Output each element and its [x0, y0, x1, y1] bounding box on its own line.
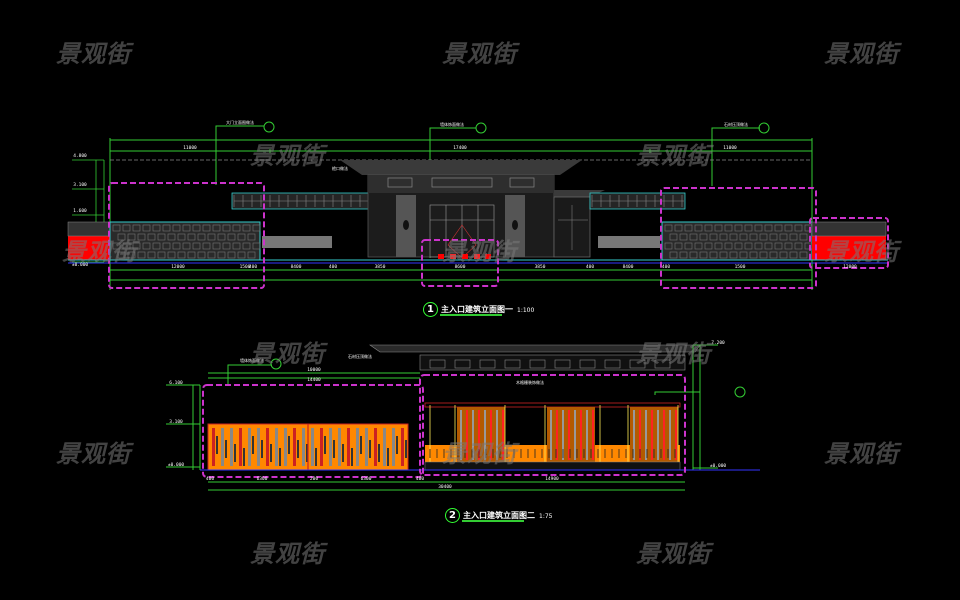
dimension-label: 3850: [535, 264, 546, 270]
elevation-label: 6.100: [169, 380, 183, 386]
stone-wall-right: [661, 221, 813, 261]
roof-structure: [369, 344, 701, 371]
elevation-label: 4.800: [73, 153, 87, 159]
drawing1-scale: 1:100: [517, 307, 535, 314]
drawing2-number-badge: 2: [445, 508, 460, 523]
bench-left: [262, 236, 332, 248]
stone-wall-left: [109, 221, 261, 261]
elevation-label: ±0.000: [168, 462, 185, 468]
dimension-label: 6300: [361, 476, 372, 482]
planter-row: [438, 254, 491, 259]
dimension-label: 1500: [735, 264, 746, 270]
drawing1-top-dimensions: [109, 125, 813, 290]
drawing2-scale: 1:75: [539, 513, 553, 520]
red-wall-block-left: [68, 236, 110, 260]
drawing1-top-dim-labels: 11000 17400 11000: [183, 145, 737, 151]
drawing1-title-underline: [440, 314, 502, 316]
drawing2-bottom-dim-labels: 400 6300 200 6300 400 14900 30400: [206, 476, 559, 490]
drawing2-top-dim-labels: 10000 14400: [307, 367, 321, 383]
dimension-label: 400: [329, 264, 337, 270]
dimension-label: 8400: [291, 264, 302, 270]
callout-label: 墙体饰面做法: [440, 121, 464, 127]
callout-circle: [734, 386, 746, 398]
dimension-label: 200: [310, 476, 318, 482]
drawing1-title-text: 主入口建筑立面图一: [441, 305, 513, 314]
right-pavilion: [424, 402, 681, 471]
dimension-label: 8600: [455, 264, 466, 270]
dimension-label: 400: [662, 264, 670, 270]
drawing1-bottom-dimensions: [110, 269, 812, 281]
drawing1-highlight-boxes: [108, 182, 889, 289]
dimension-label: 14900: [545, 476, 559, 482]
callout-circle: [758, 122, 770, 134]
elevation-label: 3.100: [169, 419, 183, 425]
red-wall-block-right: [812, 236, 886, 260]
drawing2-title-underline: [462, 520, 524, 522]
callout-label: 墙体饰面做法: [240, 357, 264, 363]
dimension-label: 400: [249, 264, 257, 270]
callout-circle: [270, 358, 282, 370]
elevation-label: ±0.000: [72, 262, 89, 268]
dimension-label: 400: [586, 264, 594, 270]
elevation-label: 1.600: [73, 208, 87, 214]
elevation-label: ±0.000: [710, 463, 727, 469]
dimension-label: 17400: [453, 145, 467, 151]
elevation-drawing-2: 10000 14400 400 6300 200 6300 400 14900 30400 ±…: [166, 340, 760, 491]
dimension-label: 11000: [183, 145, 197, 151]
callout-label: 石材压顶做法: [348, 353, 372, 359]
dimension-label: 14400: [307, 377, 321, 383]
callout-label: 檐口做法: [332, 165, 348, 171]
drawing1-number-badge: 1: [423, 302, 438, 317]
dimension-label: 11000: [723, 145, 737, 151]
drawing2-title-text: 主入口建筑立面图二: [463, 511, 535, 520]
wall-cap-right: [811, 221, 887, 237]
dimension-label: 12000: [843, 264, 857, 270]
drawing2-top-dimensions: [166, 344, 718, 491]
elevation-label: 3.100: [73, 182, 87, 188]
colonnade-right: [589, 192, 686, 248]
dimension-label: 3850: [375, 264, 386, 270]
callout-circle: [475, 122, 487, 134]
callout-label: 木格栅装饰做法: [516, 379, 544, 385]
dimension-label: 8400: [623, 264, 634, 270]
colonnade-left: [231, 192, 371, 248]
dimension-label: 12000: [171, 264, 185, 270]
dimension-label: 400: [416, 476, 424, 482]
callout-label: 石材压顶做法: [724, 121, 748, 127]
main-gate-building: [340, 160, 605, 259]
left-screen-wall: [207, 423, 409, 471]
bench-right: [598, 236, 660, 248]
dimension-label: 6300: [257, 476, 268, 482]
elevation-label: 7.200: [711, 340, 725, 346]
wall-cap-left: [67, 221, 111, 237]
dimension-label: 1500: [240, 264, 251, 270]
dimension-label: 400: [206, 476, 214, 482]
dimension-label: 30400: [438, 484, 452, 490]
dimension-label: 10000: [307, 367, 321, 373]
callout-circle: [263, 121, 275, 133]
drawing1-elevation-labels: ±0.000 1.600 3.100 4.800: [72, 153, 89, 268]
drawing2-elevation-labels: ±0.000 3.100 6.100 ±0.000 7.200: [168, 340, 727, 469]
drawing2-highlight-boxes: [202, 374, 686, 478]
callout-label: 大门立面图做法: [226, 119, 254, 125]
